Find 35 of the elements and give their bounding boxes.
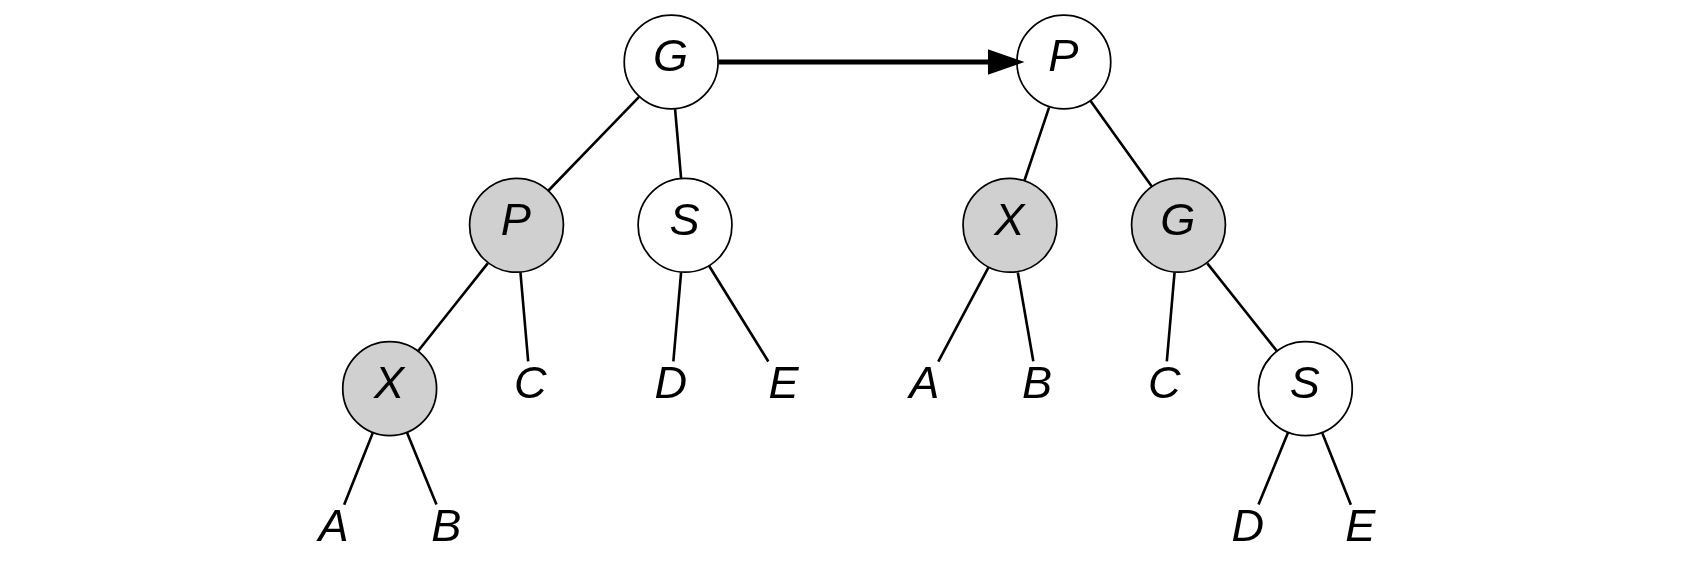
node-circle: X xyxy=(962,177,1058,274)
connector xyxy=(672,272,683,362)
node-circle: X xyxy=(341,340,438,437)
node-circle: S xyxy=(637,177,733,274)
node-text: B xyxy=(431,500,462,552)
connector xyxy=(707,265,770,363)
connector xyxy=(519,272,530,362)
node-text: D xyxy=(654,356,688,408)
connector xyxy=(417,262,489,352)
node-text: C xyxy=(1148,356,1181,408)
node-circle: P xyxy=(1016,14,1112,110)
connector xyxy=(547,95,641,192)
connector xyxy=(1165,272,1176,362)
connector xyxy=(1257,431,1290,506)
connector xyxy=(673,109,683,179)
connector xyxy=(1089,100,1153,187)
connector xyxy=(1321,432,1353,506)
node-circle: G xyxy=(623,14,719,110)
node-text: E xyxy=(768,356,799,408)
node-circle: S xyxy=(1257,340,1354,437)
node-circle: G xyxy=(1130,177,1227,274)
connector xyxy=(1206,262,1278,352)
connector xyxy=(405,431,438,506)
connector xyxy=(1023,107,1051,181)
node-text: E xyxy=(1345,500,1376,552)
arrow xyxy=(718,49,1025,75)
node-text: C xyxy=(513,356,547,408)
node-text: B xyxy=(1022,356,1053,408)
node-text: A xyxy=(909,356,940,408)
connector xyxy=(342,432,374,506)
node-text: D xyxy=(1231,500,1265,552)
node-text: A xyxy=(318,500,349,552)
connector xyxy=(937,266,990,363)
node-circle: P xyxy=(468,177,565,274)
connector xyxy=(1016,272,1035,362)
